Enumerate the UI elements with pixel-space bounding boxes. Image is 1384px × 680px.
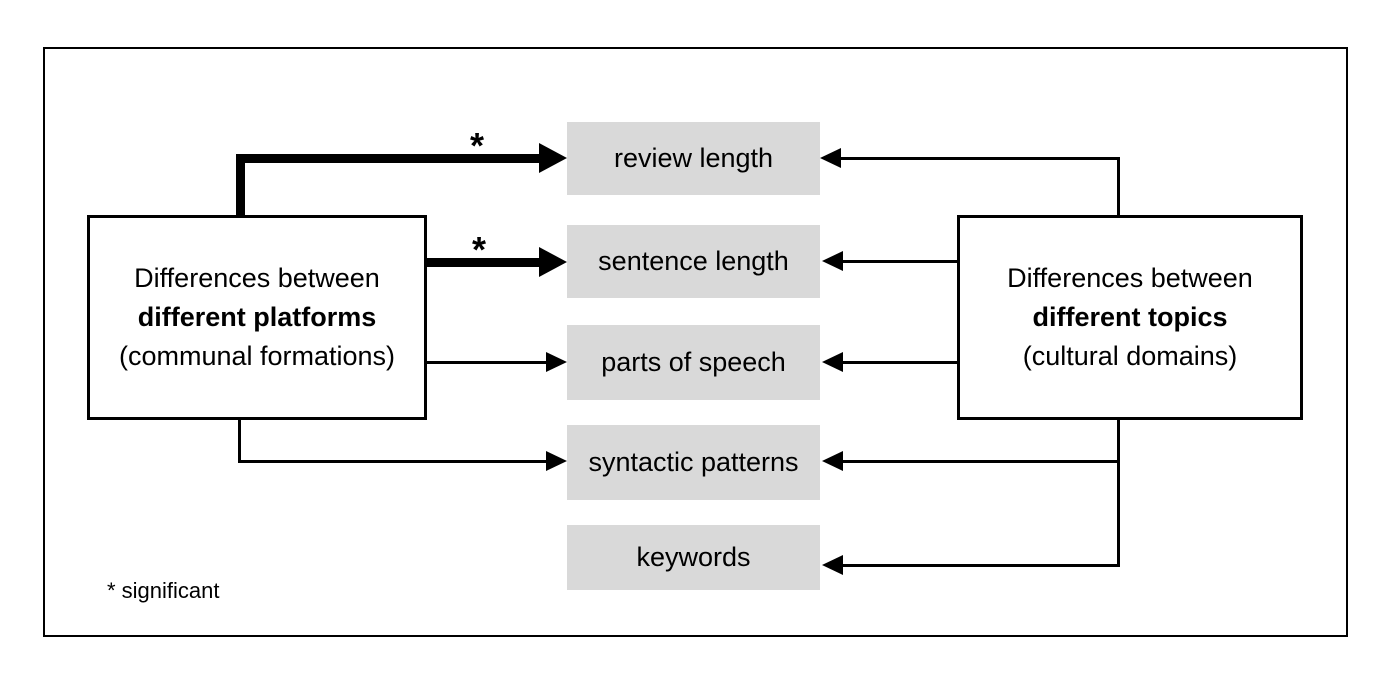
arrow-platforms-review-vertical: [236, 154, 245, 216]
feature-label-keywords: keywords: [636, 542, 751, 572]
feature-box-parts-of-speech: parts of speech: [567, 325, 820, 400]
arrow-topics-syntactic-line: [843, 460, 1120, 463]
feature-label-syntactic-patterns: syntactic patterns: [588, 447, 799, 477]
arrow-platforms-syntactic-line: [238, 460, 546, 463]
outer-frame: [43, 47, 1348, 637]
arrowhead-topics-keywords-icon: [822, 555, 843, 575]
arrowhead-topics-syntactic-icon: [822, 451, 843, 471]
arrowhead-platforms-review-icon: [539, 143, 567, 173]
significance-asterisk-review: *: [470, 125, 485, 166]
arrow-platforms-sentence-line: [427, 258, 539, 267]
arrowhead-topics-parts-icon: [822, 352, 843, 372]
arrow-topics-bottom-vertical: [1117, 420, 1120, 567]
topics-box-line1: Differences between: [1007, 263, 1253, 293]
arrow-topics-keywords-line: [843, 564, 1120, 567]
significance-footnote: * significant: [107, 578, 220, 603]
feature-label-parts-of-speech: parts of speech: [601, 347, 786, 377]
feature-label-review-length: review length: [613, 143, 774, 173]
arrowhead-platforms-parts-icon: [546, 352, 567, 372]
feature-box-keywords: keywords: [567, 525, 820, 590]
arrow-platforms-parts-line: [427, 361, 546, 364]
topics-box: Differences between different topics (cu…: [957, 215, 1303, 420]
feature-label-sentence-length: sentence length: [598, 246, 789, 276]
arrowhead-topics-sentence-icon: [822, 251, 843, 271]
arrow-platforms-review-line: [236, 154, 539, 163]
arrow-topics-parts-line: [843, 361, 957, 364]
platforms-box: Differences between different platforms …: [87, 215, 427, 420]
arrowhead-platforms-syntactic-icon: [546, 451, 567, 471]
feature-box-review-length: review length: [567, 122, 820, 195]
feature-box-sentence-length: sentence length: [567, 225, 820, 298]
platforms-box-line2: different platforms: [137, 302, 377, 332]
arrow-topics-review-line: [841, 157, 1120, 160]
topics-box-line3: (cultural domains): [1022, 341, 1238, 371]
platforms-box-line1: Differences between: [134, 263, 380, 293]
arrow-topics-sentence-line: [843, 260, 957, 263]
platforms-box-line3: (communal formations): [118, 341, 396, 371]
arrowhead-platforms-sentence-icon: [539, 247, 567, 277]
significance-asterisk-sentence: *: [472, 229, 487, 270]
arrowhead-topics-review-icon: [820, 148, 841, 168]
feature-box-syntactic-patterns: syntactic patterns: [567, 425, 820, 500]
topics-box-line2: different topics: [1032, 302, 1228, 332]
arrow-topics-review-vertical: [1117, 157, 1120, 215]
arrow-platforms-syntactic-vertical: [238, 420, 241, 463]
